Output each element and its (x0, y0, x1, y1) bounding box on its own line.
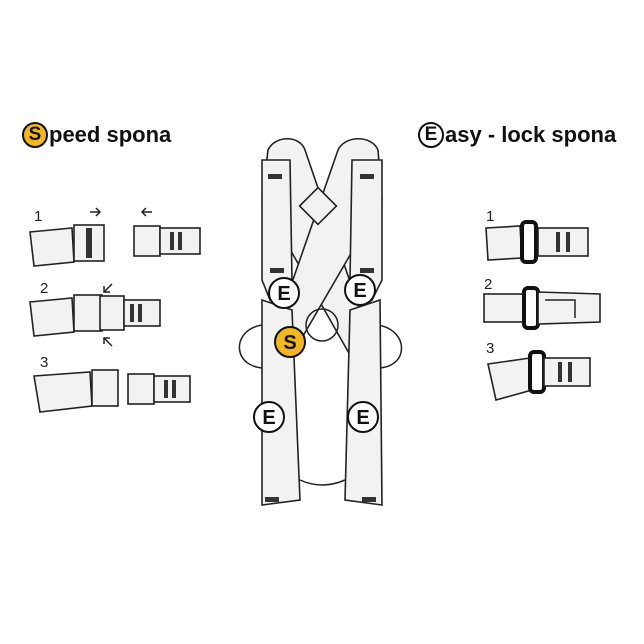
easy-step-2: 2 (483, 276, 601, 330)
front-ring (305, 308, 339, 342)
svg-text:2: 2 (40, 280, 48, 297)
speed-badge: S (22, 122, 48, 148)
marker-e-right-leg: E (347, 401, 379, 433)
speed-title-text: peed spona (49, 122, 172, 147)
easy-step-1: 1 (485, 208, 589, 264)
easy-lock-spona-title: E asy - lock spona (418, 122, 616, 148)
svg-text:E: E (277, 283, 290, 305)
marker-e-right-chest: E (344, 274, 376, 306)
svg-text:E: E (262, 407, 275, 429)
easy-title-text: asy - lock spona (445, 122, 617, 147)
marker-e-left-chest: E (268, 277, 300, 309)
svg-text:2: 2 (484, 276, 492, 293)
marker-s-center: S (274, 326, 306, 358)
speed-step-1: 1 (29, 207, 201, 267)
svg-text:S: S (283, 332, 296, 354)
back-plate (298, 186, 338, 226)
svg-text:E: E (353, 280, 366, 302)
easy-step-3: 3 (486, 340, 591, 401)
seat-strap (299, 479, 346, 486)
svg-text:3: 3 (486, 340, 494, 357)
marker-e-left-leg: E (253, 401, 285, 433)
svg-text:E: E (356, 407, 369, 429)
easy-badge: E (418, 122, 444, 148)
speed-spona-title: S peed spona (22, 122, 171, 148)
right-side-loop (373, 324, 403, 369)
speed-step-2: 2 (29, 280, 161, 347)
svg-text:3: 3 (40, 354, 48, 371)
right-front-strap (349, 159, 383, 302)
left-side-loop (238, 324, 269, 369)
svg-text:1: 1 (486, 208, 494, 225)
svg-text:1: 1 (34, 208, 42, 225)
speed-step-3: 3 (33, 354, 191, 413)
